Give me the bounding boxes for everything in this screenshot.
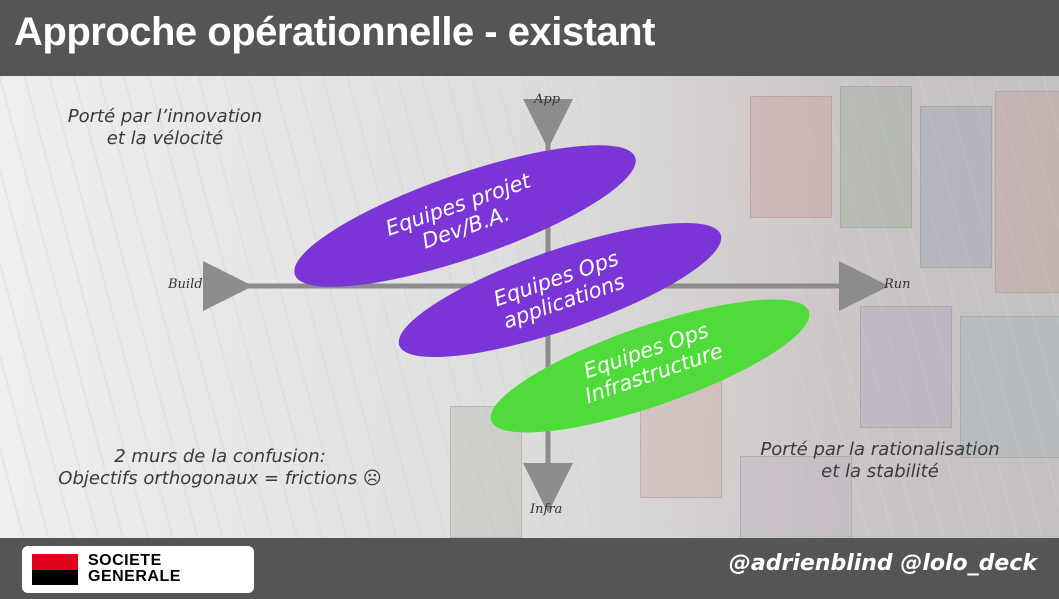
logo-flag-red bbox=[32, 554, 78, 570]
axis-label-build: Build bbox=[168, 277, 203, 292]
axis-label-run: Run bbox=[884, 277, 911, 292]
bg-container-block bbox=[750, 96, 832, 218]
footer-bar: SOCIETE GENERALE @adrienblind @lolo_deck bbox=[0, 538, 1059, 599]
ellipse-ops-infrastructure bbox=[490, 299, 810, 433]
bg-container-block bbox=[960, 316, 1059, 458]
bg-container-block bbox=[840, 86, 912, 228]
axis-label-infra: Infra bbox=[530, 502, 563, 517]
quadrant-line: Porté par l’innovation bbox=[67, 106, 263, 127]
quadrant-line: et la vélocité bbox=[106, 128, 224, 149]
logo-text: SOCIETE GENERALE bbox=[88, 553, 181, 585]
axis-label-app: App bbox=[534, 92, 561, 107]
bg-container-block bbox=[920, 106, 992, 268]
quadrant-line: Objectifs orthogonaux = frictions ☹ bbox=[58, 468, 382, 489]
quadrant-text-bottom-left: 2 murs de la confusion: Objectifs orthog… bbox=[20, 446, 420, 490]
bg-container-block bbox=[450, 406, 522, 538]
slide-title: Approche opérationnelle - existant bbox=[14, 10, 655, 54]
ellipse-projet bbox=[294, 145, 636, 287]
logo-line: GENERALE bbox=[88, 568, 181, 585]
quadrant-text-top-left: Porté par l’innovation et la vélocité bbox=[30, 106, 300, 150]
quadrant-line: 2 murs de la confusion: bbox=[114, 446, 326, 467]
title-bar: Approche opérationnelle - existant bbox=[0, 0, 1059, 76]
diagram-svg bbox=[203, 99, 889, 513]
societe-generale-logo: SOCIETE GENERALE bbox=[22, 546, 254, 593]
logo-flag-black bbox=[32, 570, 78, 585]
quadrant-line: Porté par la rationalisation bbox=[760, 439, 1000, 460]
author-handles: @adrienblind @lolo_deck bbox=[728, 551, 1037, 576]
bg-container-block bbox=[740, 456, 852, 538]
bg-container-block bbox=[860, 306, 952, 428]
slide-content: App Infra Build Run Equipes projet Dev/B… bbox=[0, 76, 1059, 538]
logo-line: SOCIETE bbox=[88, 552, 162, 569]
quadrant-line: et la stabilité bbox=[821, 461, 939, 482]
bg-container-block bbox=[995, 91, 1059, 293]
quadrant-text-bottom-right: Porté par la rationalisation et la stabi… bbox=[720, 439, 1040, 483]
ellipse-ops-applications bbox=[398, 222, 722, 358]
